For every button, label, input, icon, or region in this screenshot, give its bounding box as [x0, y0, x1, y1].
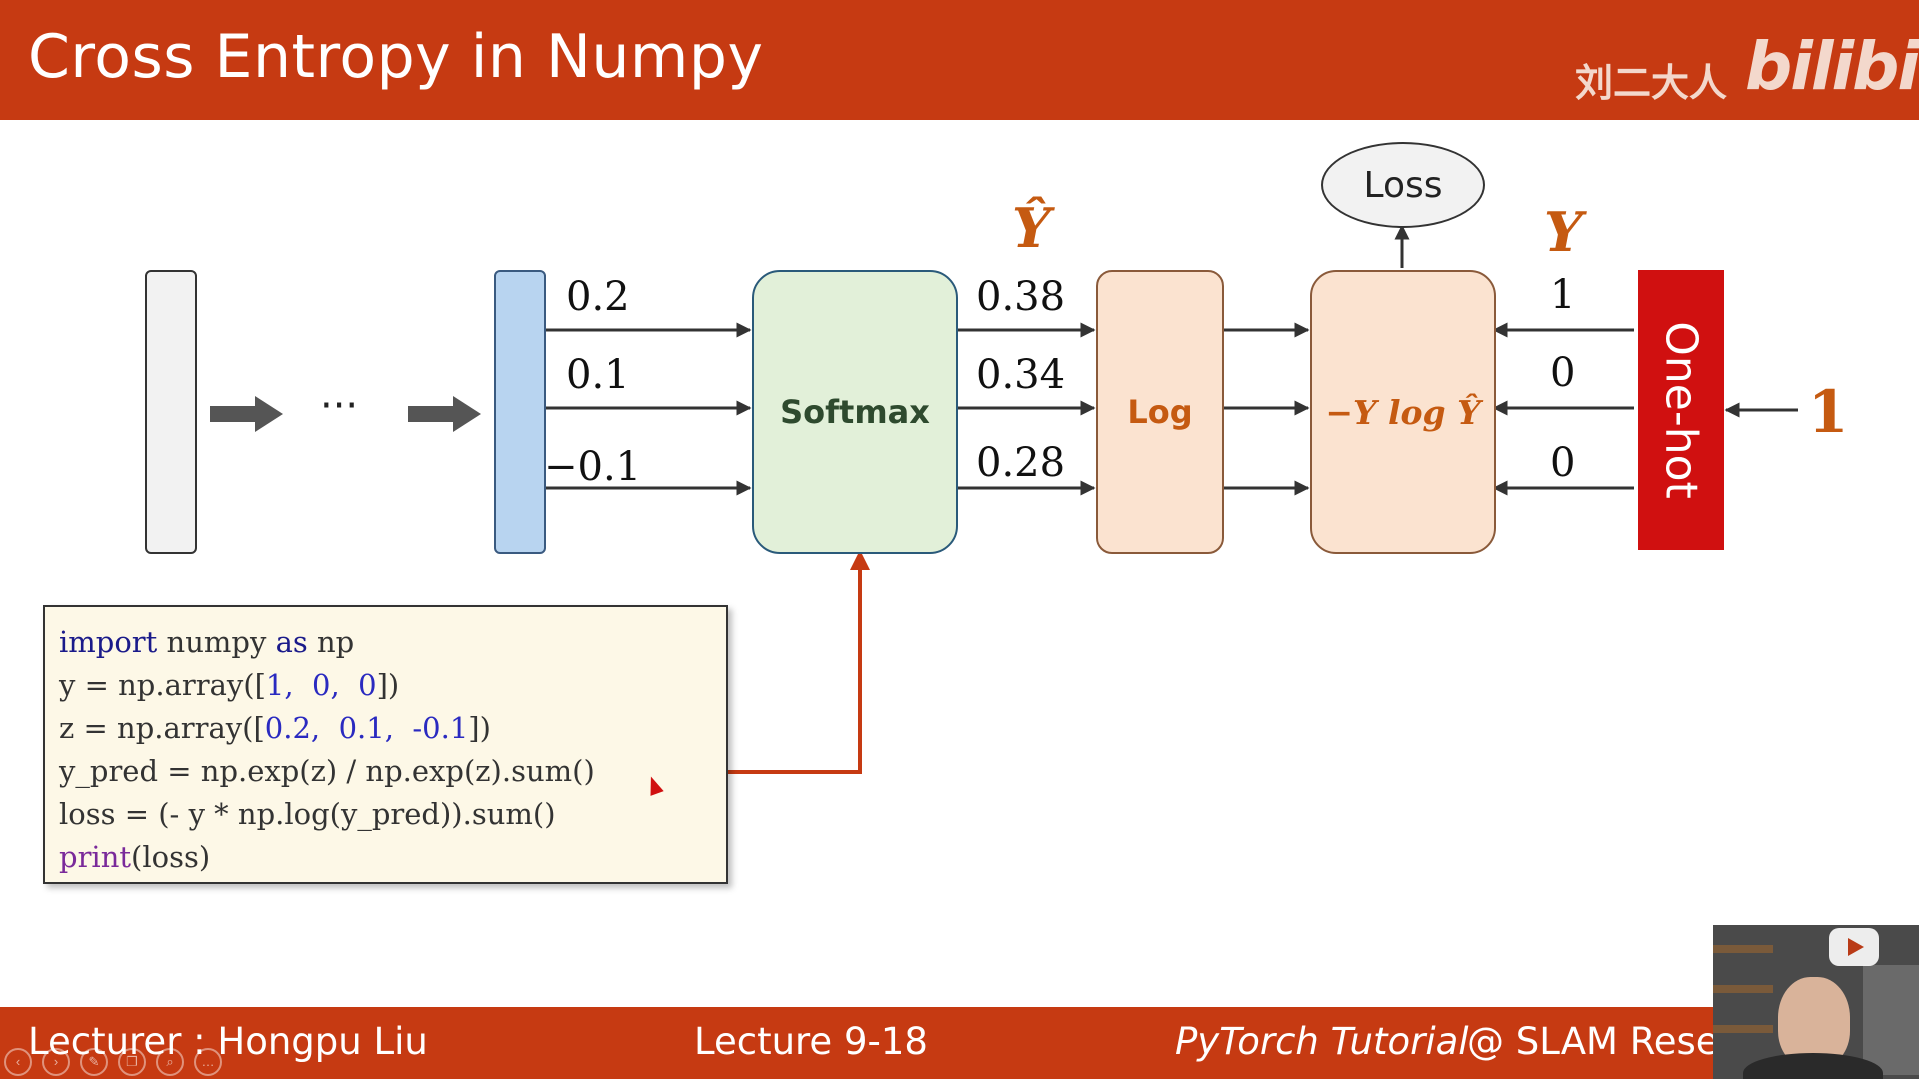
code-number: 1, 0, 0 — [265, 668, 377, 702]
target-value: 1 — [1550, 272, 1576, 318]
loss-node: Loss — [1321, 142, 1485, 228]
player-controls: ‹ › ✎ ❐ ⌕ … — [4, 1048, 232, 1076]
code-text: (loss) — [131, 840, 211, 874]
y-hat-symbol: Ŷ — [1012, 196, 1051, 260]
y-symbol: Y — [1544, 200, 1583, 264]
slide-title: Cross Entropy in Numpy — [28, 22, 764, 92]
lecturer-face — [1778, 977, 1850, 1067]
play-icon[interactable] — [1829, 928, 1879, 966]
zoom-icon[interactable]: ⌕ — [156, 1048, 184, 1076]
probability-value: 0.28 — [976, 440, 1066, 486]
loss-label: Loss — [1363, 164, 1443, 206]
tutorial-title: PyTorch Tutorial — [1175, 1020, 1469, 1063]
code-text: np — [307, 625, 355, 659]
softmax-label: Softmax — [780, 393, 930, 431]
code-lines: import numpy as np y = np.array([1, 0, 0… — [59, 621, 595, 879]
class-index-input: 1 — [1808, 378, 1849, 446]
loss-formula-block: −Y log Ŷ — [1310, 270, 1496, 554]
logit-vector — [494, 270, 546, 554]
prev-icon[interactable]: ‹ — [4, 1048, 32, 1076]
code-text: y_pred = np.exp(z) / np.exp(z).sum() — [59, 754, 595, 788]
lecture-number: Lecture 9-18 — [694, 1020, 928, 1063]
log-block: Log — [1096, 270, 1224, 554]
one-hot-block: One-hot — [1638, 270, 1724, 550]
code-text: loss = (- y * np.log(y_pred)).sum() — [59, 797, 556, 831]
probability-value: 0.34 — [976, 352, 1066, 398]
input-vector — [145, 270, 197, 554]
one-hot-label: One-hot — [1655, 321, 1707, 499]
flow-arrow-2 — [408, 396, 481, 432]
code-text: numpy — [157, 625, 276, 659]
lecturer-webcam — [1713, 925, 1919, 1079]
target-value: 0 — [1550, 440, 1576, 486]
loss-formula: −Y log Ŷ — [1325, 392, 1481, 432]
more-icon[interactable]: … — [194, 1048, 222, 1076]
flow-arrow-1 — [210, 396, 283, 432]
slide-footer: Lecturer : Hongpu Liu Lecture 9-18 PyTor… — [0, 1007, 1919, 1079]
code-keyword: as — [275, 625, 308, 659]
code-function: print — [59, 840, 132, 874]
code-number: 0.2, 0.1, -0.1 — [264, 711, 469, 745]
logit-value: 0.1 — [566, 352, 630, 398]
bilibili-logo: bilibili — [1745, 28, 1919, 105]
code-text: z = np.array([ — [59, 711, 265, 745]
code-text: y = np.array([ — [59, 668, 266, 702]
hidden-layers-ellipsis: ··· — [320, 383, 359, 429]
slide-header: Cross Entropy in Numpy 刘二大人 bilibili — [0, 0, 1919, 120]
logit-value: 0.2 — [566, 274, 630, 320]
probability-value: 0.38 — [976, 274, 1066, 320]
code-text: ]) — [376, 668, 400, 702]
code-text: ]) — [468, 711, 491, 745]
copy-icon[interactable]: ❐ — [118, 1048, 146, 1076]
lab-name: @ SLAM Resea — [1467, 1020, 1742, 1063]
log-label: Log — [1127, 393, 1193, 431]
code-keyword: import — [59, 625, 158, 659]
code-snippet: import numpy as np y = np.array([1, 0, 0… — [43, 605, 728, 884]
target-value: 0 — [1550, 350, 1576, 396]
pen-icon[interactable]: ✎ — [80, 1048, 108, 1076]
logit-value: −0.1 — [544, 444, 642, 490]
author-brand: 刘二大人 — [1575, 61, 1728, 105]
softmax-block: Softmax — [752, 270, 958, 554]
next-icon[interactable]: › — [42, 1048, 70, 1076]
lecturer-shirt — [1743, 1053, 1883, 1079]
